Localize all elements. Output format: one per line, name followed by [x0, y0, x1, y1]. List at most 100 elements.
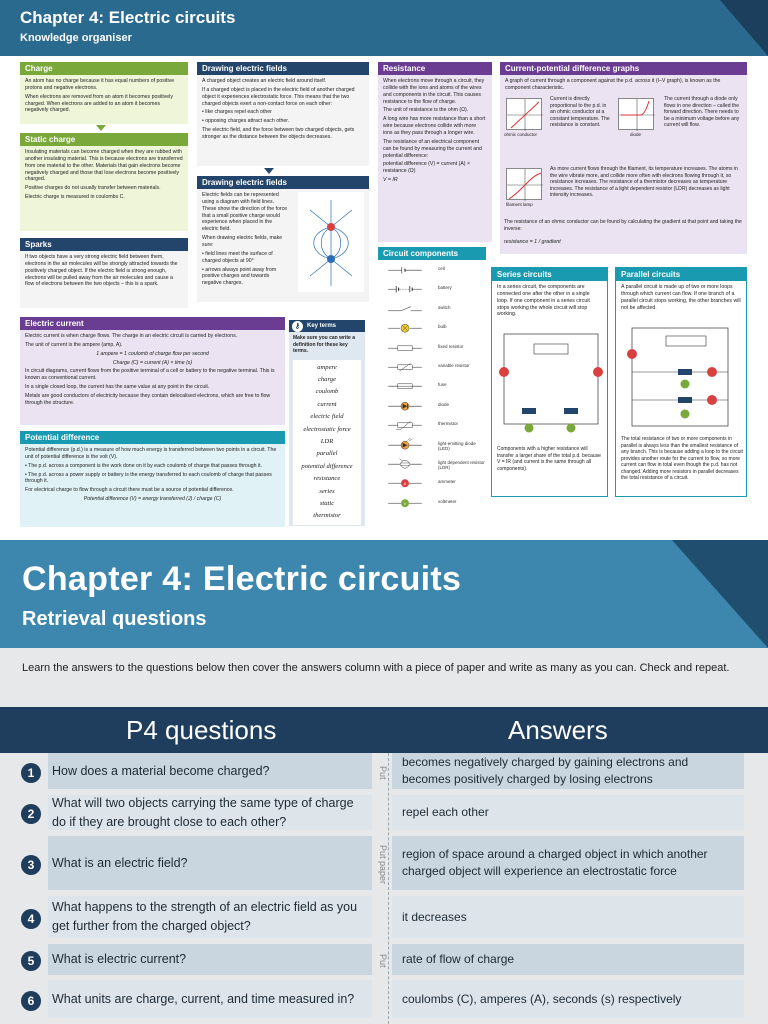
- resistance-equation: potential difference (V) = current (A) ×…: [383, 161, 470, 175]
- current-heading: Electric current: [20, 317, 285, 330]
- cell-symbol-icon: [388, 267, 422, 274]
- pd-text-2: For electrical charge to flow through a …: [25, 487, 234, 494]
- component-row-fixed-resistor: fixed resistor: [378, 338, 486, 357]
- field-lines-diagram: [298, 192, 364, 292]
- component-row-variable-resistor: variable resistor: [378, 357, 486, 376]
- key-icon: ⚷: [292, 321, 303, 332]
- key-terms-box: ⚷ Key terms Make sure you can write a def…: [289, 320, 365, 526]
- key-term: static: [319, 499, 335, 507]
- resistance-equation-short: V = IR: [383, 177, 398, 184]
- parallel-text-2: The total resistance of two or more comp…: [621, 436, 743, 481]
- resistance-box: Resistance When electrons move through a…: [378, 62, 492, 242]
- iv-graphs-box: Current-potential difference graphs A gr…: [500, 62, 747, 254]
- sparks-text: If two objects have a very strong electr…: [25, 254, 178, 288]
- answer-text: it decreases: [392, 896, 744, 938]
- component-label: variable resistor: [438, 362, 470, 368]
- series-text-2: Components with a higher resistance will…: [497, 446, 601, 472]
- question-number: 2: [21, 804, 41, 824]
- fields-bullet-1: • like charges repel each other: [202, 109, 272, 116]
- voltmeter-symbol-icon: V: [388, 498, 422, 507]
- switch-symbol-icon: [388, 306, 422, 311]
- question-text: What is an electric field?: [48, 836, 372, 890]
- question-number: 6: [21, 990, 41, 1011]
- electric-fields-box: Drawing electric fields A charged object…: [197, 62, 369, 166]
- header-corner-decoration: [720, 0, 768, 56]
- organiser-subtitle: Knowledge organiser: [20, 32, 132, 44]
- question-number: 5: [21, 951, 41, 971]
- graphs-text-1: A graph of current through a component a…: [505, 78, 721, 91]
- pd-equation: Potential difference (V) = energy transf…: [83, 496, 222, 503]
- key-term: potential difference: [301, 462, 353, 470]
- question-text: What units are charge, current, and time…: [48, 980, 372, 1018]
- parallel-text-1: A parallel circuit is made up of two or …: [621, 284, 741, 311]
- key-terms-heading: Key terms: [307, 323, 337, 329]
- component-label: bulb: [438, 324, 447, 330]
- component-label: light-emitting diode (LED): [438, 440, 476, 451]
- answer-text: becomes negatively charged by gaining el…: [392, 753, 744, 789]
- question-text: How does a material become charged?: [48, 753, 372, 789]
- retrieval-section: Chapter 4: Electric circuits Retrieval q…: [0, 540, 768, 1024]
- series-circuits-box: Series circuits In a series circuit, the…: [491, 267, 608, 497]
- question-row: 3 What is an electric field? Put paper her…: [0, 836, 768, 893]
- svg-text:A: A: [404, 481, 407, 486]
- fields2-bullet-2: • arrows always point away from positive…: [202, 266, 277, 287]
- component-label: cell: [438, 266, 445, 271]
- current-text-4: In a single closed loop, the current has…: [25, 384, 210, 391]
- series-text-1: In a series circuit, the components are …: [497, 284, 590, 318]
- thermistor-symbol-icon: [388, 421, 422, 430]
- fold-label: Put paper here: [378, 954, 388, 968]
- gradient-text: The resistance of an ohmic conductor can…: [504, 219, 742, 232]
- key-term: series: [319, 487, 335, 495]
- fold-label: Put paper here: [378, 844, 388, 885]
- arrow-down-icon: [96, 125, 106, 131]
- component-label: diode: [438, 401, 450, 407]
- key-term: LDR: [320, 437, 334, 445]
- questions-table-header: P4 questions Answers: [0, 707, 768, 753]
- key-terms-note: Make sure you can write a definition for…: [293, 335, 355, 354]
- key-term: electrostatic force: [303, 425, 351, 433]
- resistance-text-2: The unit of resistance is the ohm (Ω).: [383, 107, 469, 114]
- filament-graph: [506, 168, 543, 201]
- component-label: light dependent resistor (LDR): [438, 459, 485, 470]
- charge-heading: Charge: [20, 62, 188, 75]
- fields2-text-2: When drawing electric fields, make sure:: [202, 235, 283, 249]
- retrieval-instructions: Learn the answers to the questions below…: [22, 662, 730, 674]
- component-row-cell: cell: [378, 260, 486, 279]
- key-term: ampere: [317, 363, 337, 371]
- current-equation-2: Charge (C) = current (A) × time (s): [112, 359, 193, 366]
- fields-heading: Drawing electric fields: [197, 62, 369, 75]
- fold-label: Put paper here: [378, 765, 388, 780]
- current-equation-1: 1 ampere = 1 coulomb of charge flow per …: [96, 350, 209, 357]
- answer-text: repel each other: [392, 795, 744, 830]
- diode-text: The current through a diode only flows i…: [664, 96, 740, 129]
- diode-graph: [618, 98, 655, 131]
- component-row-ldr: light dependent resistor (LDR): [378, 454, 486, 473]
- question-row: 6 What units are charge, current, and tim…: [0, 980, 768, 1021]
- component-label: fuse: [438, 382, 447, 388]
- static-heading: Static charge: [20, 133, 188, 146]
- ohmic-label: ohmic conductor: [504, 132, 538, 137]
- components-list: cell battery switch bulb fixed resistor varia…: [378, 260, 486, 512]
- question-number: 3: [21, 854, 41, 875]
- parallel-circuit-diagram: [627, 327, 729, 427]
- graphs-heading: Current-potential difference graphs: [500, 62, 747, 75]
- potential-difference-box: Potential difference Potential differenc…: [20, 431, 285, 527]
- fold-label: [378, 898, 388, 939]
- fold-label: [378, 797, 388, 831]
- key-term: thermistor: [313, 512, 341, 520]
- key-term: charge: [317, 375, 337, 383]
- answer-text: coulombs (C), amperes (A), seconds (s) r…: [392, 980, 744, 1018]
- gradient-equation: resistance = 1 / gradient: [504, 239, 561, 245]
- retrieval-header: Chapter 4: Electric circuits Retrieval q…: [0, 540, 768, 648]
- bulb-symbol-icon: [388, 324, 422, 333]
- static-text-2: Positive charges do not usually transfer…: [25, 185, 161, 192]
- component-row-battery: battery: [378, 279, 486, 298]
- key-term: resistance: [313, 475, 341, 483]
- answer-text: rate of flow of charge: [392, 944, 744, 975]
- component-label: switch: [438, 304, 451, 310]
